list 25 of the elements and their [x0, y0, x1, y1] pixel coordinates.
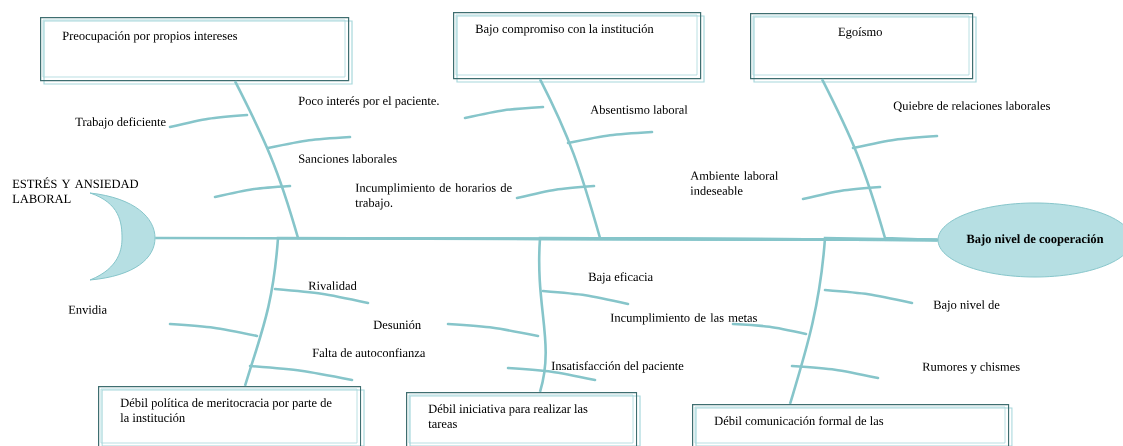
cause-label: Incumplimiento de las metas	[610, 313, 757, 325]
category-box: Preocupación por propios intereses	[40, 17, 353, 85]
cause-label: Insatisfacción del paciente	[551, 361, 684, 373]
cause-label: Baja eficacia	[588, 272, 653, 284]
category-box: Débil política de meritocracia por parte de la institución	[98, 386, 365, 446]
cause-label: Desunión	[373, 320, 421, 329]
fish-tail	[89, 192, 156, 281]
cause-label: Envidia	[68, 305, 107, 314]
cause-label: Trabajo deficiente	[75, 117, 166, 129]
cause-label: Absentismo laboral	[590, 105, 688, 114]
cause-label: Sanciones laborales	[299, 154, 397, 163]
category-box: Débil iniciativa para realizar las tareas	[406, 392, 641, 446]
cause-label: Incumplimiento de horarios de trabajo.	[355, 183, 512, 210]
tail-label: ESTRÉS Y ANSIEDAD LABORAL	[12, 177, 139, 204]
cause-label: Bajo nivel de	[933, 300, 1000, 312]
cause-label: Quiebre de relaciones laborales	[893, 101, 1050, 112]
category-box: Egoísmo	[750, 13, 977, 83]
cause-label: Rivalidad	[308, 281, 357, 290]
cause-label: Rumores y chismes	[922, 362, 1020, 374]
cause-label: Poco interés por el paciente.	[298, 96, 439, 108]
category-box: Bajo compromiso con la institución	[453, 12, 705, 83]
category-box: Débil comunicación formal de las	[692, 404, 1013, 446]
bone-line	[788, 236, 938, 405]
cause-label: Ambiente laboral indeseable	[690, 171, 779, 195]
cause-label: Falta de autoconfianza	[312, 348, 426, 358]
